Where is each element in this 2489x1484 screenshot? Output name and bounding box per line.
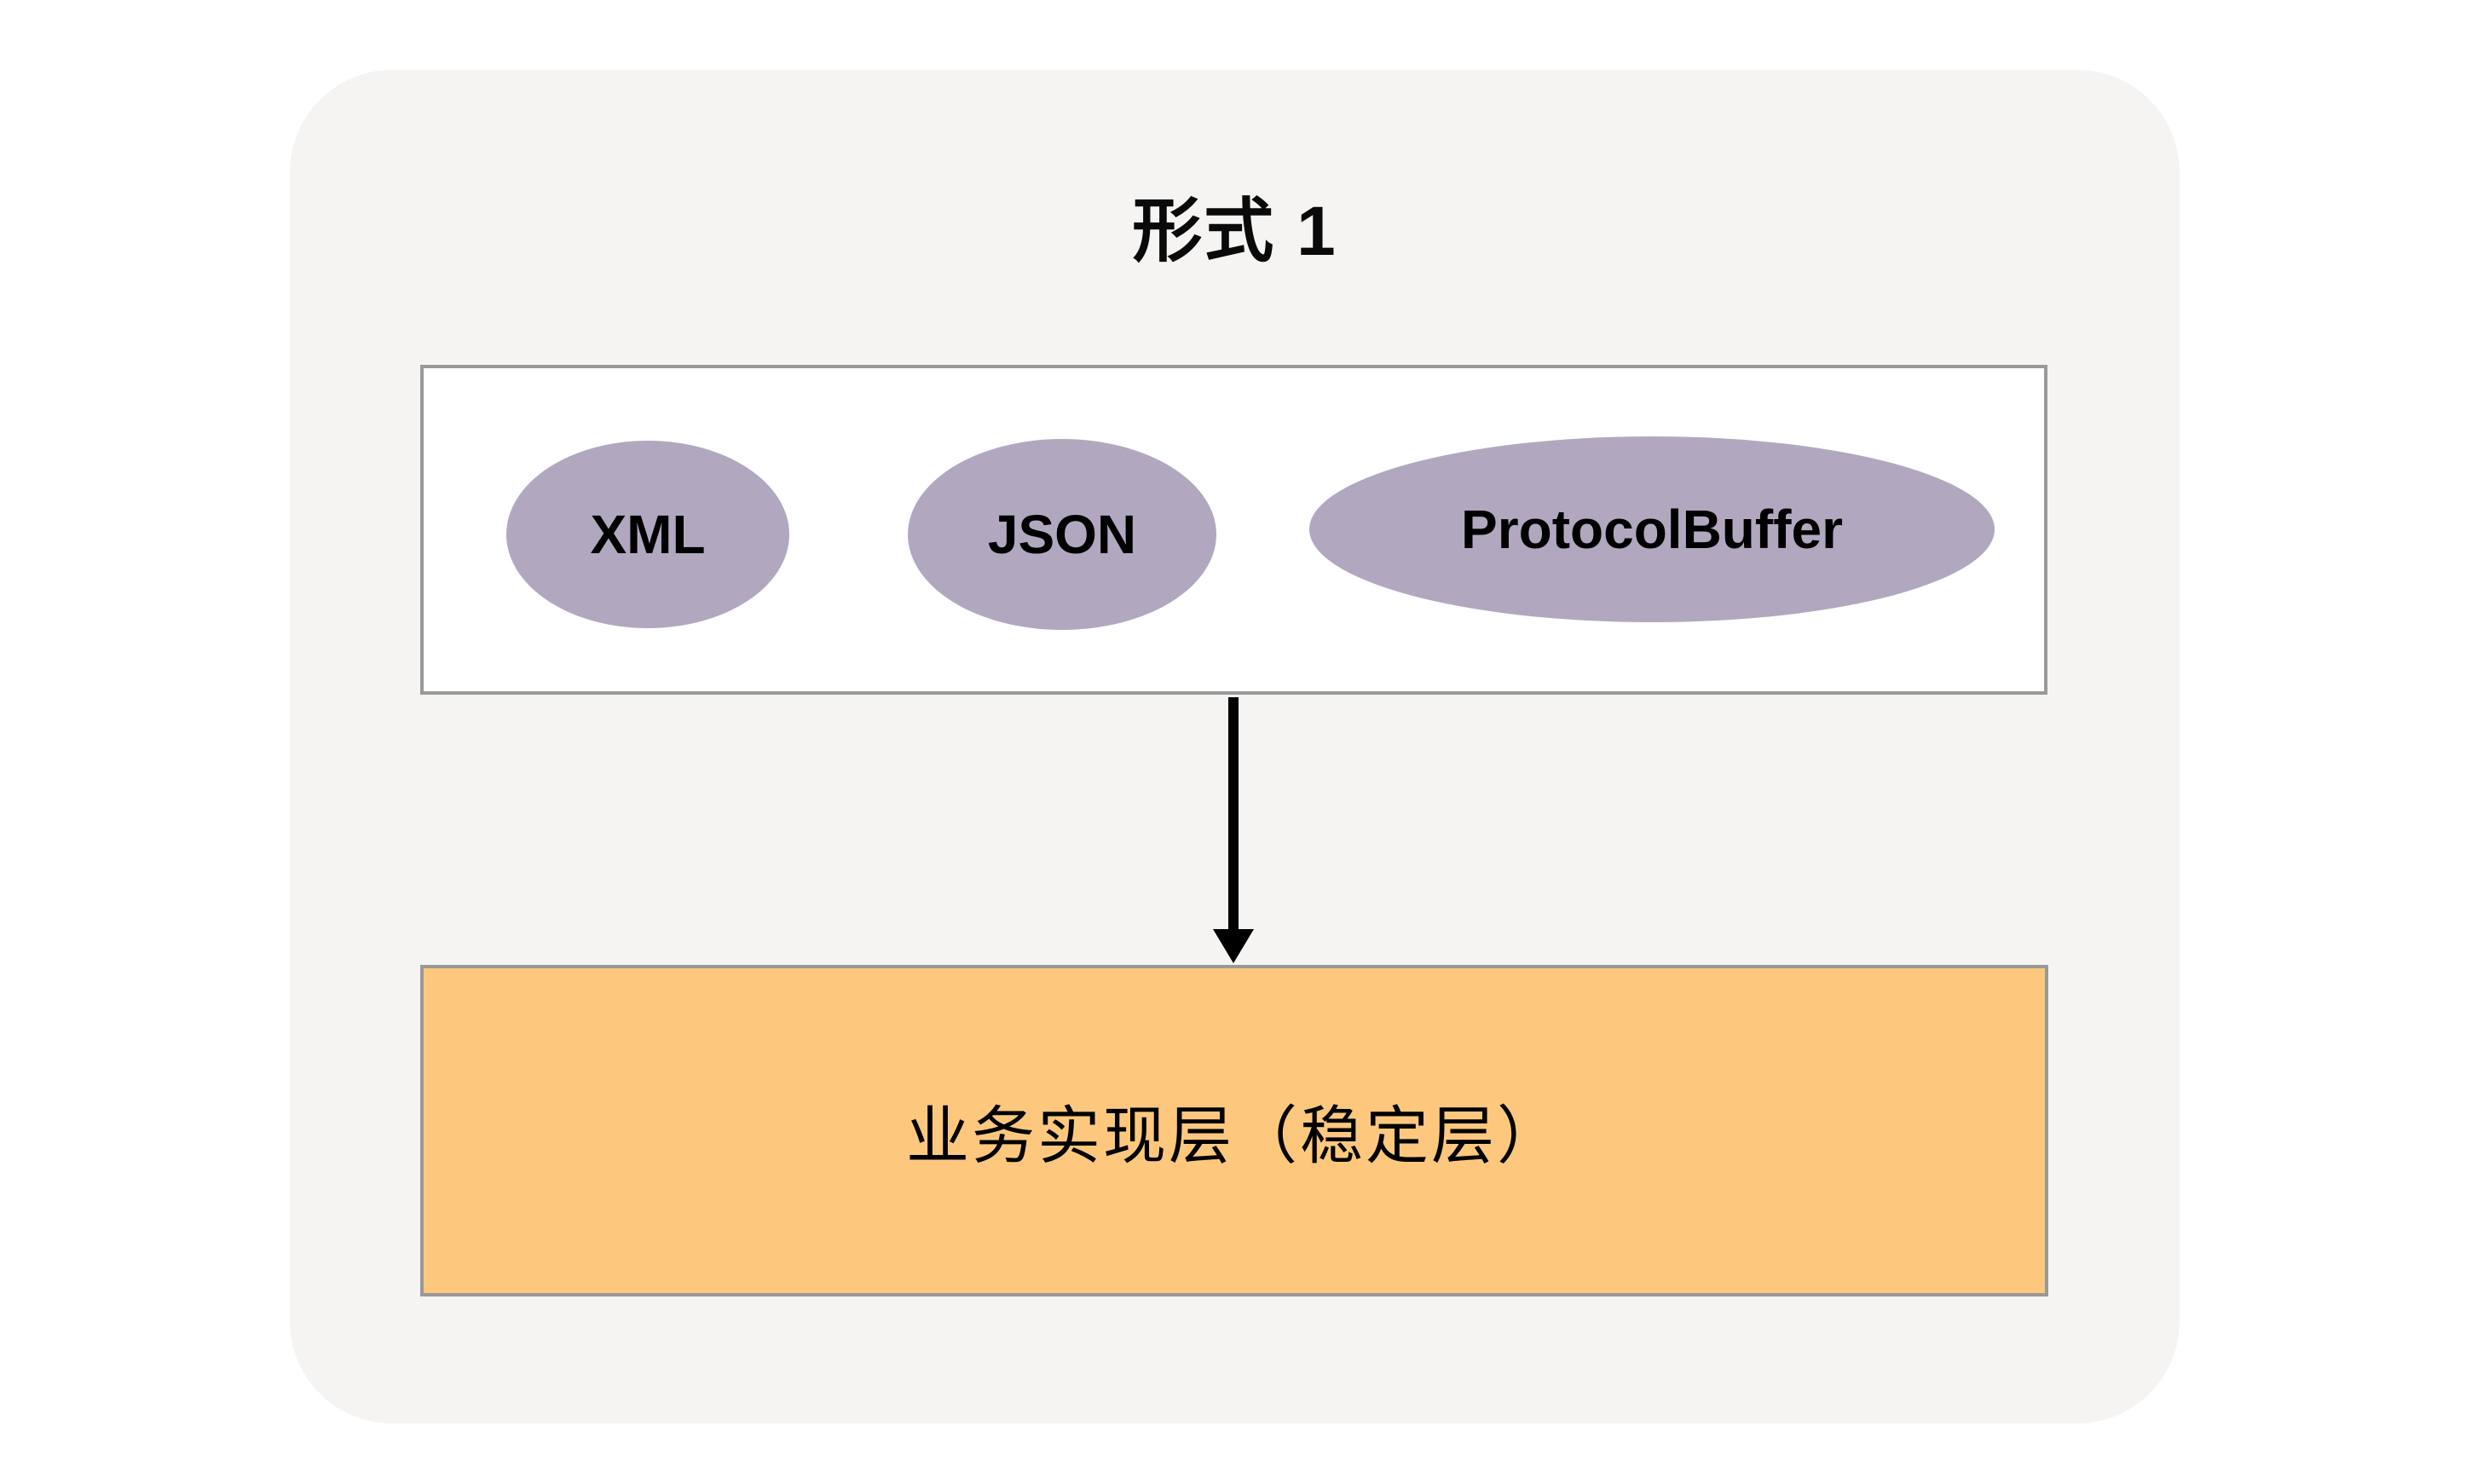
business-layer-label: 业务实现层（稳定层） <box>906 1100 1562 1171</box>
form-1-panel: 形式 1 XML JSON ProtocolBuffer 业务实现层（稳定层） <box>290 70 2180 1423</box>
down-arrow-icon <box>1213 697 1254 963</box>
protocolbuffer-node: ProtocolBuffer <box>1309 436 1995 622</box>
protocolbuffer-label: ProtocolBuffer <box>1461 499 1843 560</box>
xml-node: XML <box>506 441 789 628</box>
arrow-shaft <box>1228 697 1239 933</box>
xml-label: XML <box>590 504 706 565</box>
diagram-title: 形式 1 <box>1132 193 1337 270</box>
json-node: JSON <box>908 439 1216 630</box>
serialization-formats-box: XML JSON ProtocolBuffer <box>420 365 2047 695</box>
json-label: JSON <box>987 504 1137 565</box>
business-layer-box: 业务实现层（稳定层） <box>420 965 2048 1296</box>
arrow-head <box>1213 929 1254 963</box>
